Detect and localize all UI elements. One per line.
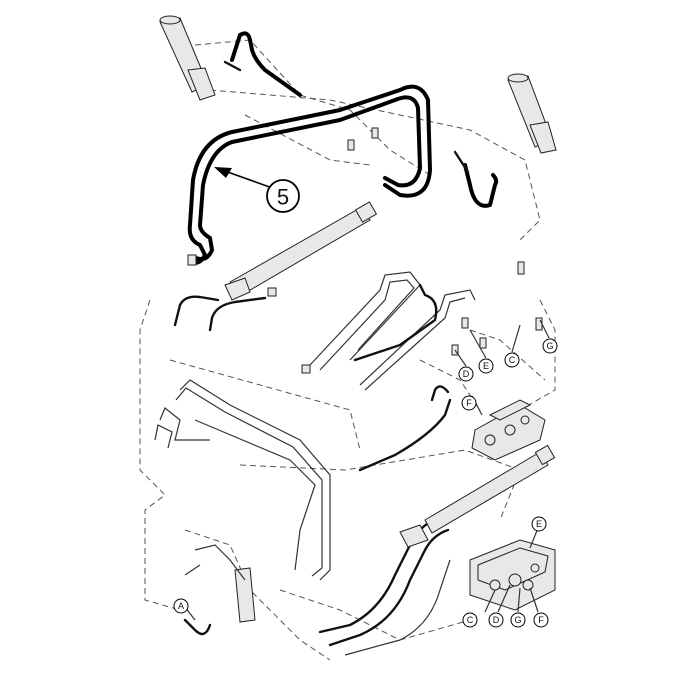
upper-right-cylinder xyxy=(507,73,557,154)
callout-c-top: C xyxy=(504,352,520,368)
upper-left-hose xyxy=(223,31,302,97)
callout-d-inset: D xyxy=(488,612,504,628)
callout-c-top-label: C xyxy=(509,355,516,365)
main-hose-loop xyxy=(187,84,432,265)
callout-e-top-label: E xyxy=(483,361,489,371)
callout-5-arrow xyxy=(214,167,232,178)
mid-left-hose xyxy=(173,295,267,332)
callout-5: 5 xyxy=(214,167,300,213)
control-valve xyxy=(471,399,546,461)
inset-valve xyxy=(469,539,556,611)
callout-g-inset-label: G xyxy=(514,615,521,625)
callout-f-top-label: F xyxy=(466,398,472,408)
center-lift-cylinder xyxy=(224,201,378,301)
callout-d-inset-label: D xyxy=(493,615,500,625)
letter-callouts: C D E F G A E C xyxy=(173,338,558,628)
callout-f-inset: F xyxy=(533,612,549,628)
callout-c-inset-label: C xyxy=(467,615,474,625)
upper-left-cylinder xyxy=(159,15,216,101)
callout-a: A xyxy=(173,598,189,614)
callout-5-circle xyxy=(266,179,300,213)
lower-long-hoses xyxy=(318,518,451,656)
rigid-steel-tubes xyxy=(309,271,476,391)
callout-f-inset-label: F xyxy=(538,615,544,625)
dashed-routing-lines xyxy=(139,39,556,661)
callout-g-inset: G xyxy=(510,612,526,628)
left-tube-assembly xyxy=(154,379,331,581)
callout-d-top-label: D xyxy=(463,369,470,379)
callout-e-inset-label: E xyxy=(536,519,542,529)
valve-feed-hose xyxy=(358,385,452,472)
callout-f-top: F xyxy=(461,395,477,411)
lower-left-bracket xyxy=(183,544,256,636)
callout-g-top-label: G xyxy=(546,341,553,351)
callout-e-inset: E xyxy=(531,516,547,532)
lower-right-cylinder xyxy=(399,444,556,548)
upper-right-hose xyxy=(453,150,499,208)
callout-c-inset: C xyxy=(462,612,478,628)
callout-a-label: A xyxy=(178,601,184,611)
callout-e-top: E xyxy=(478,358,494,374)
callout-5-label: 5 xyxy=(277,185,289,210)
callout-d-top: D xyxy=(458,366,474,382)
callout-g-top: G xyxy=(542,338,558,354)
fittings xyxy=(187,127,543,374)
